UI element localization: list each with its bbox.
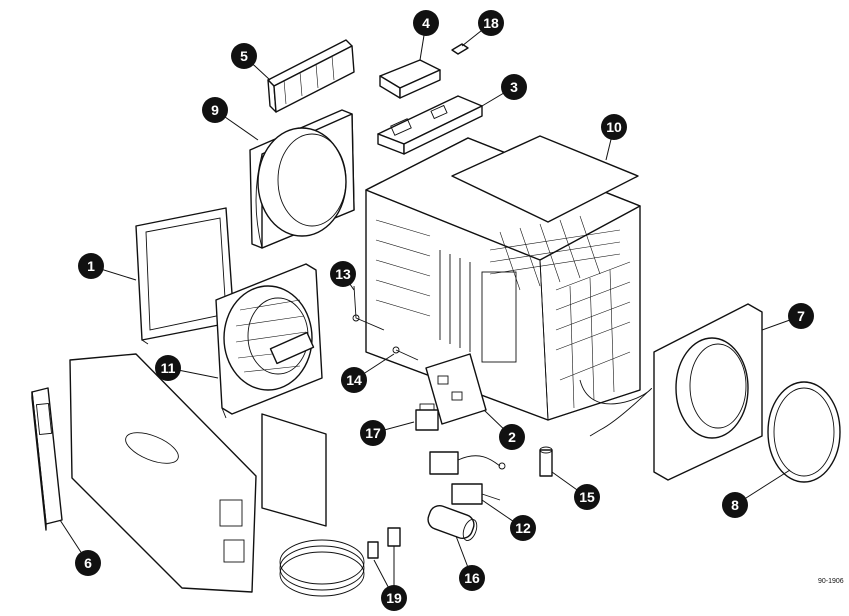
part-8-ring [768,382,840,482]
callout-1: 1 [78,253,104,279]
callout-16: 16 [459,565,485,591]
callout-9: 9 [202,97,228,123]
callout-18: 18 [478,10,504,36]
svg-text:13: 13 [335,266,351,282]
callout-3: 3 [501,74,527,100]
svg-text:8: 8 [731,497,739,513]
svg-text:19: 19 [386,590,402,606]
svg-text:11: 11 [161,360,176,376]
part-15-plug [540,447,552,476]
callout-5: 5 [231,43,257,69]
svg-text:18: 18 [483,15,499,31]
part-6-side-panel [32,388,62,530]
svg-text:17: 17 [365,425,381,441]
part-16-capacitor [425,503,479,543]
callout-6: 6 [75,550,101,576]
callout-14: 14 [341,367,367,393]
callout-11: 11 [155,355,181,381]
svg-text:12: 12 [515,520,531,536]
drawing-code: 90-1906 [818,578,844,585]
part-17-relay [416,404,438,430]
svg-text:16: 16 [464,570,480,586]
svg-text:5: 5 [240,48,248,64]
svg-text:6: 6 [84,555,92,571]
svg-text:7: 7 [797,308,805,324]
svg-text:14: 14 [346,372,362,388]
callout-13: 13 [330,261,356,287]
svg-text:2: 2 [508,429,516,445]
part-4-display-cover [380,60,440,98]
part-7-outlet-shroud [654,304,762,480]
svg-text:1: 1 [87,258,95,274]
callout-15: 15 [574,484,600,510]
svg-text:4: 4 [422,15,430,31]
callout-19: 19 [381,585,407,611]
part-18-clip [452,44,468,54]
rear-panel [262,414,326,526]
part-19-hose [280,528,400,596]
callout-10: 10 [601,114,627,140]
callout-7: 7 [788,303,814,329]
callout-12: 12 [510,515,536,541]
part-9-inlet-shroud [250,110,354,248]
callout-2: 2 [499,424,525,450]
main-cabinet [366,136,652,436]
svg-text:15: 15 [579,489,595,505]
svg-text:9: 9 [211,102,219,118]
callout-17: 17 [360,420,386,446]
callout-4: 4 [413,10,439,36]
callout-8: 8 [722,492,748,518]
svg-text:10: 10 [606,119,622,135]
part-5-filter-strip [268,40,354,112]
part-12-wiring-harness [430,452,505,504]
svg-text:3: 3 [510,79,518,95]
